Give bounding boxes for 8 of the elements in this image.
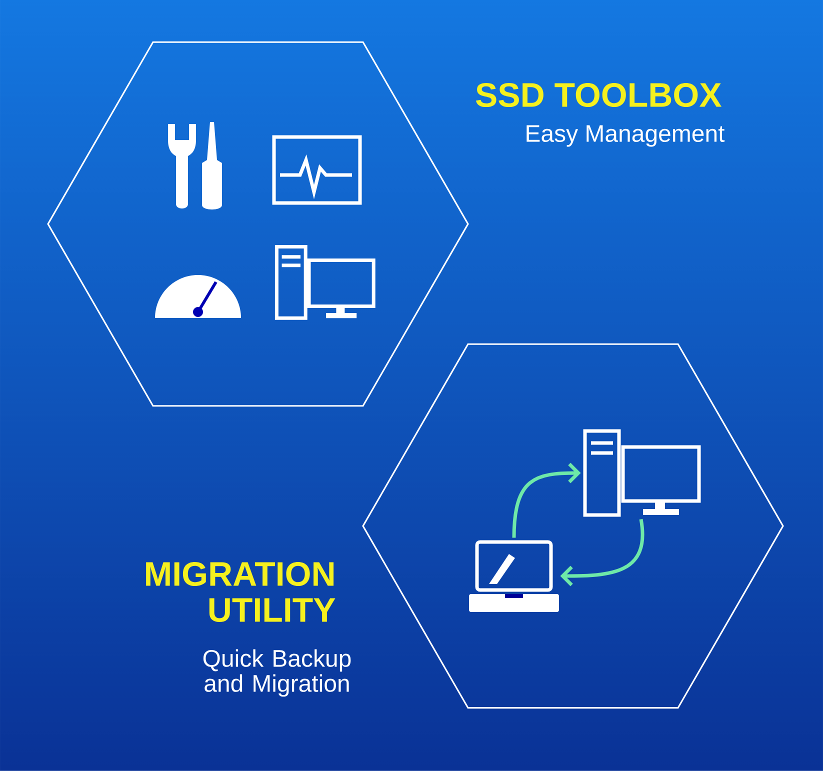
heading: MIGRATION UTILITY [146,562,336,622]
subtitle: Easy Management [526,125,725,147]
heading: SSD TOOLBOX [476,82,722,108]
desktop-computer-icon [583,429,701,517]
subtitle: Quick Backup and Migration [203,649,351,697]
laptop-icon [469,540,559,612]
curved-arrow [512,462,581,538]
curved-arrow [560,519,644,586]
